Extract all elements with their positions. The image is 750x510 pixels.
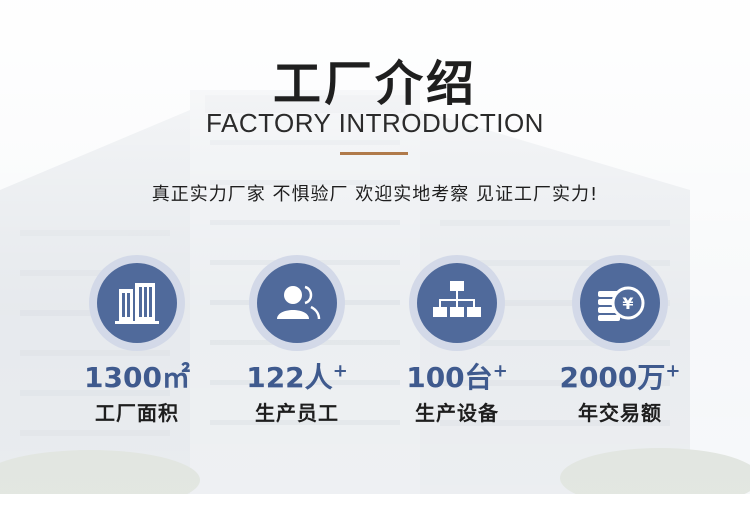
stat-value: 122人+ [246, 360, 348, 394]
stat-equipment: 100台+ 生产设备 [382, 255, 532, 426]
icon-circle [97, 263, 177, 343]
stat-label: 生产设备 [415, 401, 499, 425]
icon-circle [257, 263, 337, 343]
building-icon [115, 283, 159, 324]
bottom-strip [0, 494, 750, 510]
page-subtitle: FACTORY INTRODUCTION [206, 108, 544, 138]
icon-ring [89, 255, 185, 351]
coins-yen-icon: ¥ [598, 286, 645, 321]
stat-label: 工厂面积 [95, 401, 179, 425]
icon-circle: ¥ [580, 263, 660, 343]
stat-value: 1300㎡ [84, 361, 190, 394]
stat-value: 100台+ [406, 360, 508, 394]
title-divider [340, 152, 408, 155]
stat-label: 年交易额 [578, 401, 662, 425]
svg-text:¥: ¥ [622, 294, 633, 313]
icon-circle [417, 263, 497, 343]
slogan-text: 真正实力厂家 不惧验厂 欢迎实地考察 见证工厂实力! [151, 184, 599, 205]
stat-employees: 122人+ 生产员工 [222, 255, 372, 426]
users-icon [277, 285, 321, 320]
stat-label: 生产员工 [255, 401, 339, 425]
icon-ring: ¥ [572, 255, 668, 351]
network-icon [433, 281, 481, 317]
page-title: 工厂介绍 [272, 56, 477, 112]
stat-annual-turnover: ¥ 2000万+ 年交易额 [545, 255, 695, 426]
icon-ring [249, 255, 345, 351]
stat-value: 2000万+ [559, 360, 681, 394]
stat-factory-area: 1300㎡ 工厂面积 [62, 255, 212, 426]
icon-ring [409, 255, 505, 351]
